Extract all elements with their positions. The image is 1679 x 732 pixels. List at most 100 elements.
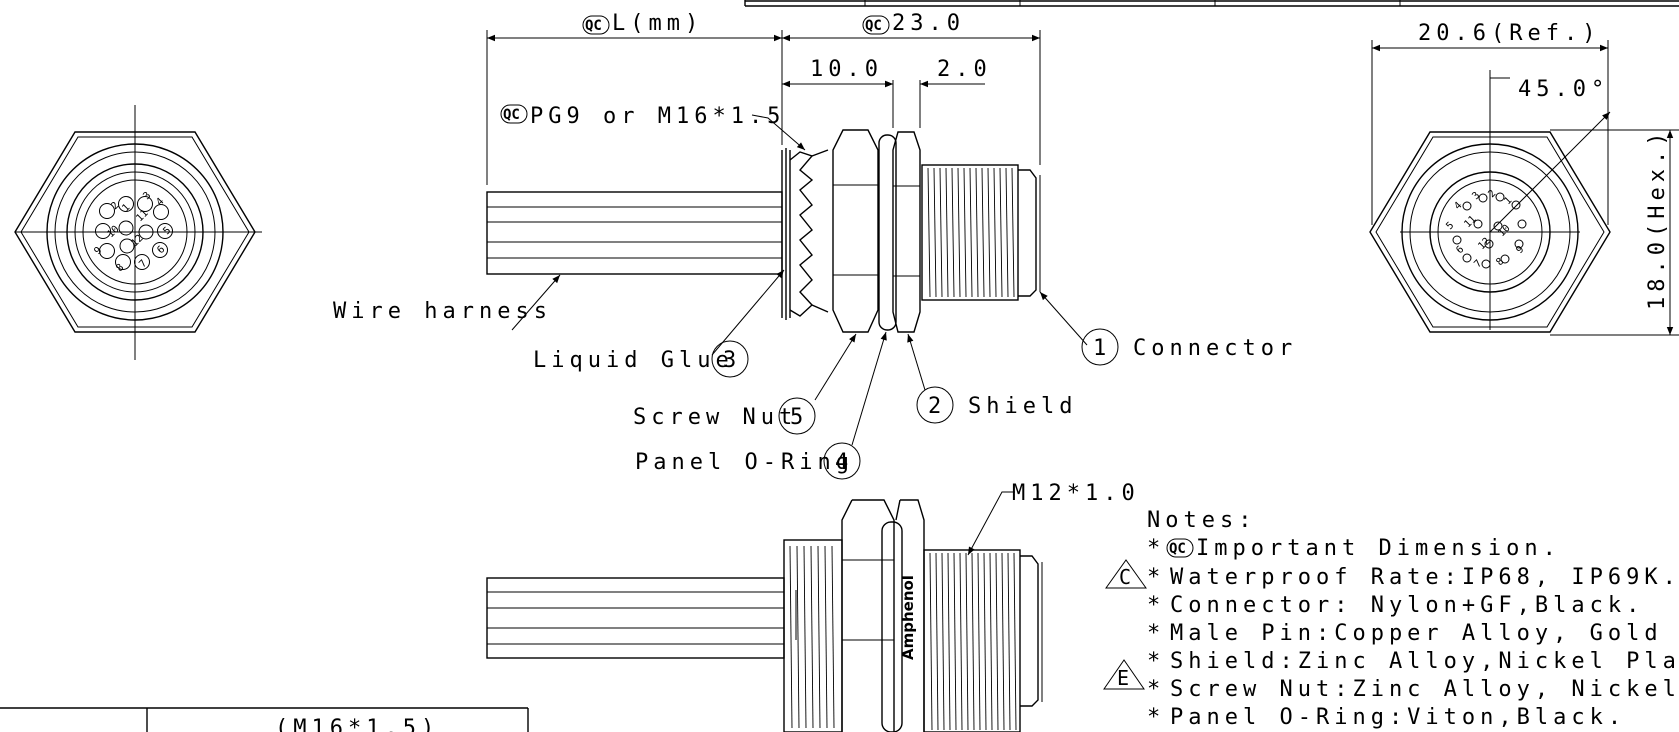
right-pin-label: 8 — [1494, 256, 1506, 268]
callout-connector-no: 1 — [1093, 336, 1111, 361]
part-callouts — [511, 269, 1119, 480]
notes-title: Notes: — [1147, 508, 1256, 533]
callout-liquid-glue-no: 3 — [723, 348, 741, 373]
note-item: Shield:Zinc Alloy,Nickel Plated. — [1170, 649, 1679, 674]
thread-line — [953, 552, 957, 731]
upper-side-view — [486, 129, 1041, 333]
note-bullet: * — [1147, 565, 1165, 590]
thread-line — [824, 545, 828, 729]
note-item: Male Pin:Copper Alloy, Gold Plated — [1170, 621, 1679, 646]
right-face-view: 1 2 3 4 5 6 7 8 9 10 11 12 — [1369, 72, 1611, 333]
note-bullet: * — [1147, 593, 1165, 618]
note-bullet: * — [1147, 536, 1165, 561]
thread-line — [803, 545, 807, 729]
left-pin-label: 12 — [129, 233, 145, 249]
right-pin-dots — [1452, 192, 1527, 269]
thread-line — [951, 167, 955, 298]
note-item: Important Dimension. — [1196, 536, 1561, 561]
right-pin-label: 3 — [1470, 190, 1482, 202]
thread-line — [1013, 552, 1017, 731]
notes-block: Notes: * QC Important Dimension. C * Wat… — [1103, 508, 1679, 730]
thread-line — [995, 552, 999, 731]
thread-line — [810, 545, 814, 729]
thread-line — [941, 552, 945, 731]
thread-line — [933, 167, 937, 298]
callout-wire-harness: Wire harness — [333, 299, 552, 324]
dim-connector-length: 23.0 — [892, 11, 965, 36]
thread-line — [993, 167, 997, 298]
thread-line — [999, 167, 1003, 298]
callout-panel-oring-no: 4 — [835, 450, 853, 475]
thread-line — [945, 167, 949, 298]
thread-line — [817, 545, 821, 729]
qc-mark: QC — [585, 18, 602, 34]
thread-line — [971, 552, 975, 731]
note-bullet: * — [1147, 621, 1165, 646]
left-pin-label: 7 — [137, 258, 149, 270]
thread-line — [939, 167, 943, 298]
left-pin-label: 2 — [109, 200, 121, 212]
thread-line — [927, 167, 931, 298]
thread-line — [977, 552, 981, 731]
front-thread-lines — [927, 167, 1015, 298]
thread-line — [975, 167, 979, 298]
thread-line — [831, 545, 835, 729]
callout-connector: Connector — [1133, 336, 1297, 361]
right-pin-label: 9 — [1514, 244, 1526, 256]
dim-hex: 18.0(Hex.) — [1645, 128, 1670, 310]
note-bullet: * — [1147, 649, 1165, 674]
left-pin-label: 8 — [114, 262, 126, 274]
thread-line — [1001, 552, 1005, 731]
note-item: Panel O-Ring:Viton,Black. — [1170, 705, 1626, 730]
left-pin-label: 1 — [120, 202, 132, 214]
thread-line — [1005, 167, 1009, 298]
right-pin-label: 1 — [1502, 195, 1514, 207]
callout-panel-oring: Panel O-Ring — [635, 450, 854, 475]
thread-line — [929, 552, 933, 731]
left-pin-label: 9 — [92, 245, 104, 257]
thread-line — [796, 545, 800, 729]
qc-mark: QC — [1169, 541, 1186, 557]
thread-line — [1007, 552, 1011, 731]
left-face-view: 1 2 3 4 5 6 7 8 9 10 11 12 — [14, 105, 262, 360]
note-bullet: * — [1147, 705, 1165, 730]
lower-side-view — [486, 499, 1043, 732]
thread-line — [963, 167, 967, 298]
thread-line — [959, 552, 963, 731]
dim-cable-length: L(mm) — [612, 11, 703, 36]
title-block-fragment — [744, 0, 1679, 7]
thread-line — [989, 552, 993, 731]
qc-mark: QC — [865, 18, 882, 34]
thread-line — [981, 167, 985, 298]
note-item: Connector: Nylon+GF,Black. — [1170, 593, 1644, 618]
dim-thread-segment: 10.0 — [810, 57, 883, 82]
right-pin-label: 4 — [1452, 200, 1464, 212]
dim-shield-thickness: 2.0 — [937, 57, 992, 82]
left-pin-holes — [95, 196, 173, 270]
thread-line — [1011, 167, 1015, 298]
right-pin-label: 5 — [1444, 220, 1456, 232]
thread-line — [983, 552, 987, 731]
front-thread-lines — [929, 552, 1017, 731]
dim-angle: 45.0° — [1518, 77, 1609, 102]
qc-mark: QC — [503, 107, 520, 123]
thread-line — [957, 167, 961, 298]
dimension-lines-upper — [486, 30, 1041, 185]
thread-line — [987, 167, 991, 298]
table-fragment — [0, 707, 529, 732]
dim-width-ref: 20.6(Ref.) — [1418, 21, 1600, 46]
thread-line — [965, 552, 969, 731]
callout-shield: Shield — [968, 394, 1077, 419]
thread-line — [935, 552, 939, 731]
front-thread-label: M12*1.0 — [1012, 481, 1140, 506]
revision-e: E — [1117, 666, 1133, 690]
dimension-lines-right — [1371, 40, 1679, 336]
callout-shield-no: 2 — [928, 394, 946, 419]
rear-thread-lines — [789, 545, 835, 729]
thread-line — [969, 167, 973, 298]
thread-line — [947, 552, 951, 731]
right-pin-label: 7 — [1472, 258, 1484, 270]
note-item: Waterproof Rate:IP68, IP69K. — [1170, 565, 1679, 590]
thread-line — [789, 545, 793, 729]
